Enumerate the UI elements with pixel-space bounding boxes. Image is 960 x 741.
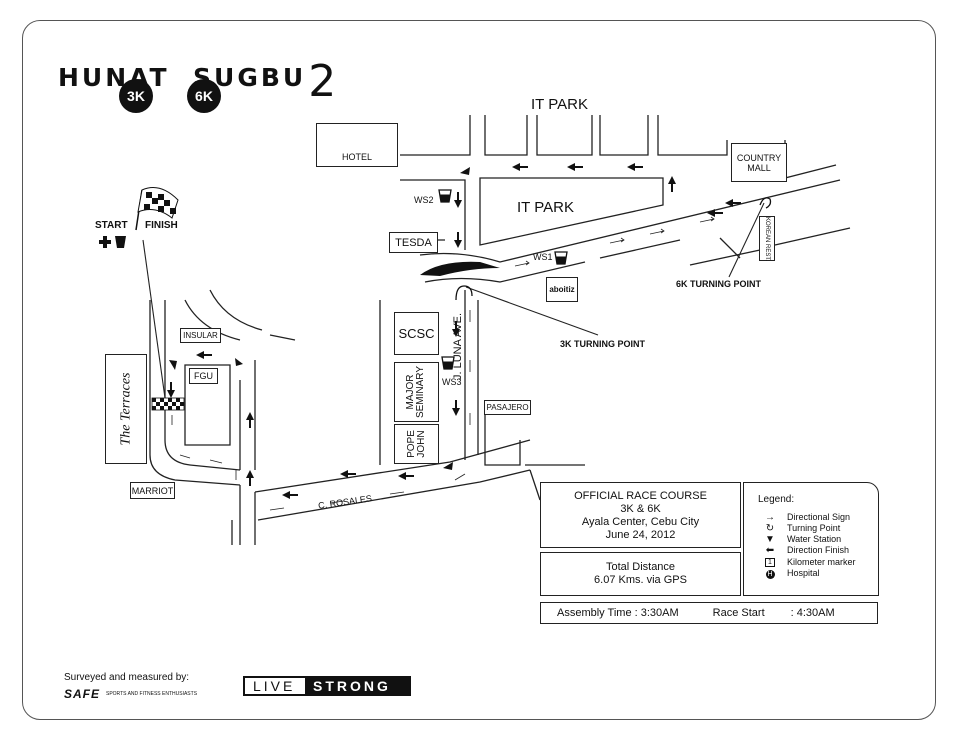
race-info-line2: 3K & 6K <box>620 503 661 515</box>
marriot-box: MARRIOT <box>130 482 175 499</box>
legend-box: Legend: →Directional Sign ↻Turning Point… <box>743 482 879 596</box>
ws2-label: WS2 <box>414 195 434 205</box>
surveyed-label: Surveyed and measured by: <box>64 672 190 683</box>
legend-title: Legend: <box>758 494 795 505</box>
direction-finish-icon: ⬅ <box>765 545 775 556</box>
water-station-icon: ▼ <box>765 534 775 545</box>
pasajero-label: PASAJERO <box>486 402 529 412</box>
livestrong-live: LIVE <box>253 678 296 694</box>
legend-item-direction-finish: ⬅Direction Finish <box>758 545 878 556</box>
checkered-flag-icon <box>135 187 179 231</box>
korean-rest-box: KOREAN REST. <box>759 216 775 261</box>
map-frame <box>22 20 936 720</box>
label-it-park-top: IT PARK <box>531 96 588 113</box>
livestrong-logo: LIVE STRONG <box>243 676 411 696</box>
turn-3k-label: 3K TURNING POINT <box>560 339 646 349</box>
assembly-time: Assembly Time : 3:30AM <box>557 606 679 619</box>
race-info-line4: June 24, 2012 <box>605 529 676 541</box>
country-mall-box: COUNTRY MALL <box>731 143 787 182</box>
badge-6k: 6K <box>187 79 221 113</box>
marriot-label: MARRIOT <box>131 485 174 496</box>
scsc-label: SCSC <box>398 325 435 341</box>
pope-john-box: POPE JOHN <box>394 424 439 464</box>
hotel-label: HOTEL <box>341 152 372 162</box>
terraces-label: The Terraces <box>118 372 133 446</box>
scsc-box: SCSC <box>394 312 439 355</box>
title-number: 2 <box>308 56 337 107</box>
insular-box: INSULAR <box>180 328 221 343</box>
water-station-icons <box>438 189 568 370</box>
directional-signs <box>171 216 715 511</box>
legend-item-directional-sign: →Directional Sign <box>758 512 878 523</box>
directional-sign-icon: → <box>765 512 775 523</box>
distance-label: Total Distance <box>605 561 676 573</box>
ws3-label: WS3 <box>442 377 462 387</box>
race-info-line3: Ayala Center, Cebu City <box>581 516 700 528</box>
street-j-luna: J. LUNA AVE. <box>452 312 464 380</box>
hospital-icon: H <box>765 570 775 579</box>
pointer-lines <box>142 202 765 399</box>
legend-item-turning-point: ↻Turning Point <box>758 523 878 534</box>
fgu-box: FGU <box>189 368 218 384</box>
aboitiz-box: aboitiz <box>546 277 578 302</box>
tesda-label: TESDA <box>395 236 432 249</box>
turn-loop-3k <box>455 285 473 301</box>
ws1-label: WS1 <box>533 252 553 262</box>
pasajero-box: PASAJERO <box>484 400 531 415</box>
legend-item-water-station: ▼Water Station <box>758 534 878 545</box>
distance-box: Total Distance 6.07 Kms. via GPS <box>540 552 741 596</box>
turn-loop-6k <box>759 197 772 209</box>
hotel-box: HOTEL <box>316 123 398 167</box>
safe-text: SPORTS AND FITNESS ENTHUSIASTS <box>106 691 198 697</box>
kilometer-marker-icon: 1 <box>758 556 782 568</box>
time-box: Assembly Time : 3:30AM Race Start : 4:30… <box>540 602 878 624</box>
race-start-time: : 4:30AM <box>790 606 835 619</box>
livestrong-strong: STRONG <box>305 678 409 694</box>
insular-label: INSULAR <box>183 330 218 340</box>
label-it-park-inner: IT PARK <box>517 199 574 216</box>
start-label: START <box>95 220 128 231</box>
safe-logo: SAFE <box>64 687 101 701</box>
distance-value: 6.07 Kms. via GPS <box>594 574 687 586</box>
korean-rest-label: KOREAN REST. <box>764 216 771 261</box>
aboitiz-label: aboitiz <box>549 284 575 294</box>
race-start-label: Race Start <box>712 606 765 619</box>
start-finish-line <box>151 397 185 411</box>
pope-john-label: POPE JOHN <box>405 430 427 458</box>
direction-arrows <box>167 163 741 499</box>
turning-point-icon: ↻ <box>765 523 775 534</box>
turn-6k-label: 6K TURNING POINT <box>676 279 762 289</box>
overpass-shape <box>420 261 500 276</box>
country-mall-label: COUNTRY MALL <box>736 152 782 173</box>
tesda-box: TESDA <box>389 232 438 253</box>
finish-label: FINISH <box>145 220 178 231</box>
major-seminary-box: MAJOR SEMINARY <box>394 362 439 422</box>
fgu-label: FGU <box>194 371 213 381</box>
badge-3k: 3K <box>119 79 153 113</box>
race-info-line1: OFFICIAL RACE COURSE <box>574 490 707 502</box>
terraces-box: The Terraces <box>105 354 147 464</box>
race-info-box: OFFICIAL RACE COURSE 3K & 6K Ayala Cente… <box>540 482 741 548</box>
start-finish-icons <box>99 236 126 248</box>
major-seminary-label: MAJOR SEMINARY <box>405 365 427 419</box>
